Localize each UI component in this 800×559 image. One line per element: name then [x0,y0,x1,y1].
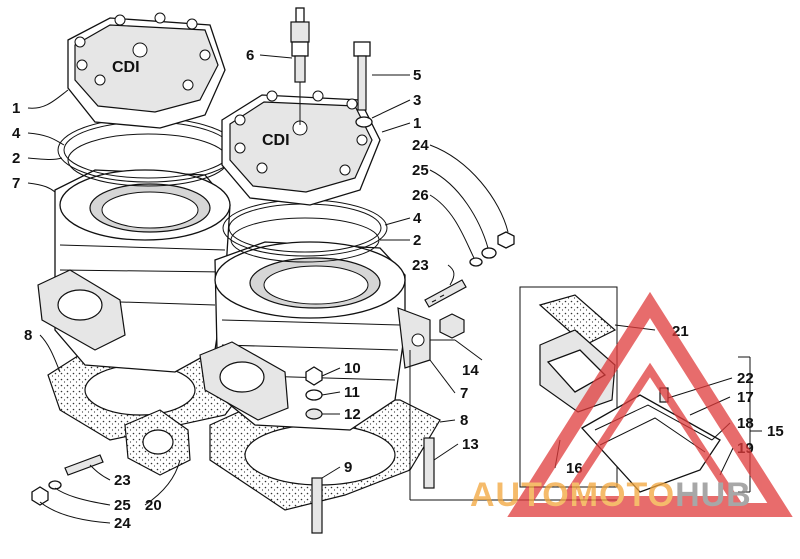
cylinder-right [199,241,431,431]
callout-label: 24 [412,137,429,154]
washer-11 [305,389,323,401]
callout-label: 14 [462,362,479,379]
callout-label: 20 [145,497,162,514]
callout-label: 13 [462,436,479,453]
callout-label: 24 [114,515,131,532]
callout-label: 26 [412,187,429,204]
cylinder-head-right: CDI [221,90,381,206]
head-bolt [353,41,371,111]
callout-label: 18 [737,415,754,432]
callout-label: 17 [737,389,754,406]
callout-label: 23 [114,472,131,489]
watermark-triangle [507,291,793,517]
stud-13 [423,437,435,489]
nut-washer-stack-right [469,231,515,267]
callout-label: 15 [767,423,784,440]
callout-label: 22 [737,370,754,387]
watermark-triangle-inner [557,362,743,504]
callout-label: 5 [413,67,421,84]
callout-label: 11 [344,384,360,401]
cylinder-left [37,169,231,373]
callout-label: 6 [246,47,254,64]
stud-9 [311,477,323,534]
exhaust-gasket [124,409,191,476]
callout-label: 8 [24,327,32,344]
callout-label: 25 [114,497,131,514]
callout-label: 2 [413,232,421,249]
callout-label: 4 [413,210,422,227]
callout-label: 4 [12,125,21,142]
head-marking-right: CDI [262,132,290,149]
callout-label: 1 [413,115,421,132]
nut-lower [31,486,49,506]
stud-lower [64,454,104,476]
washer-lower [48,480,62,490]
nut-10 [305,366,323,386]
spark-plug [290,7,310,125]
watermark-text: AUTOMOTOHUB [470,476,752,514]
head-marking-left: CDI [112,59,140,76]
callout-label: 12 [344,406,361,423]
callout-label: 23 [412,257,429,274]
stud-upper [424,279,467,308]
callout-label: 10 [344,360,361,377]
watermark-text-part2: HUB [675,476,752,514]
callout-label: 3 [413,92,421,109]
callout-label: 7 [460,385,468,402]
washer-12 [305,408,323,420]
callout-label: 25 [412,162,429,179]
callout-label: 2 [12,150,20,167]
callout-label: 7 [12,175,20,192]
cylinder-head-left: CDI [67,12,226,129]
callout-label: 1 [12,100,20,117]
callout-label: 9 [344,459,352,476]
watermark-logo: AUTOMOTOHUB [470,291,793,517]
nut-14 [439,313,465,339]
watermark-text-part1: AUTOMOTO [470,476,675,514]
callout-label: 8 [460,412,468,429]
washer [355,116,373,128]
